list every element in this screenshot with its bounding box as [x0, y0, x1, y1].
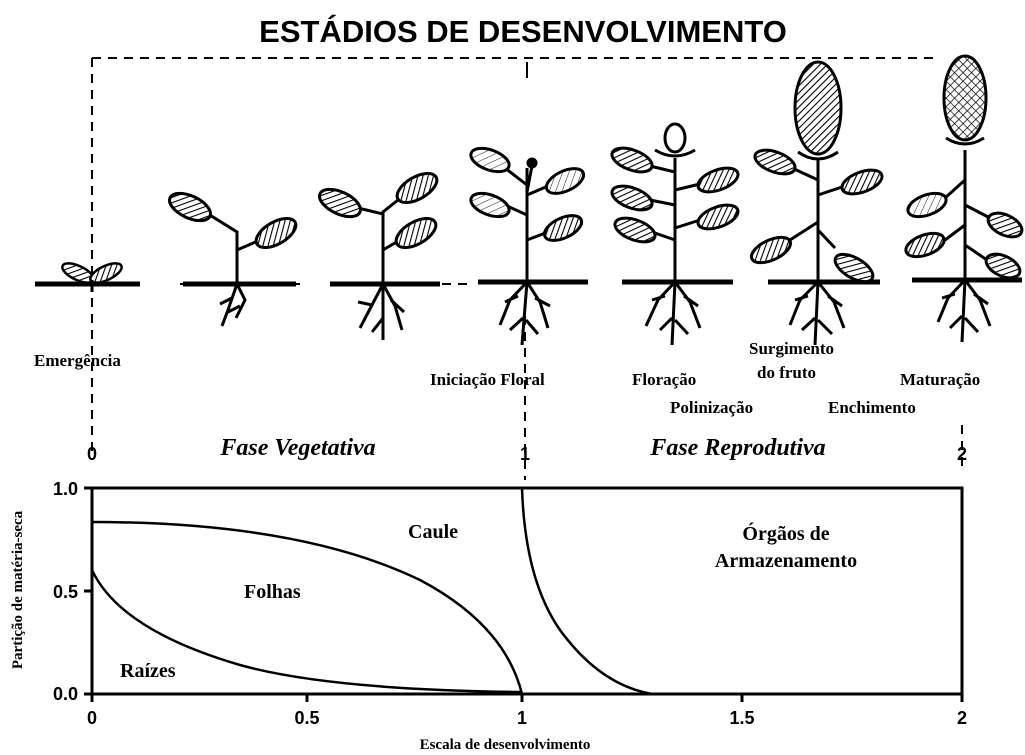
top-scale-0: 0 — [87, 444, 97, 464]
region-roots: Raízes — [120, 660, 176, 682]
x-tick-1: 1 — [517, 708, 527, 728]
plant-flowering-icon — [610, 122, 740, 346]
y-axis-label: Partição de matéria-seca — [10, 510, 26, 669]
y-tick-0: 0.0 — [53, 684, 78, 704]
stage-label-maturation: Maturação — [900, 370, 980, 389]
region-leaves: Folhas — [244, 581, 301, 603]
root-leaf-boundary — [90, 569, 523, 694]
plant-fruit-emergence-icon — [750, 60, 884, 346]
top-scale-2: 2 — [957, 444, 967, 464]
phase-vegetative: Fase Vegetativa — [219, 435, 375, 461]
y-tick-1: 1.0 — [53, 479, 78, 499]
x-tick-1-5: 1.5 — [729, 708, 754, 728]
stage-label-filling: Enchimento — [828, 398, 916, 417]
plant-stage-3-icon — [318, 171, 439, 340]
stage-label-pollination: Polinização — [670, 398, 753, 417]
plant-maturation-icon — [904, 54, 1024, 343]
x-axis-label: Escala de desenvolvimento — [420, 737, 591, 753]
stem-leaf-boundary — [91, 520, 524, 695]
chart-frame — [90, 486, 964, 696]
x-tick-2: 2 — [957, 708, 967, 728]
region-storage-1: Órgãos de — [742, 521, 829, 545]
stage-label-emergence: Emergência — [34, 351, 121, 370]
x-tick-0-5: 0.5 — [294, 708, 319, 728]
plant-emergence-icon — [61, 262, 123, 292]
top-scale-1: 1 — [520, 444, 530, 464]
partition-chart: 1.0 0.5 0.0 0 0.5 1 1.5 2 Caule Folhas R… — [53, 479, 967, 728]
diagram-title: ESTÁDIOS DE DESENVOLVIMENTO — [259, 14, 787, 49]
plant-stage-2-icon — [168, 191, 298, 327]
phase-reproductive: Fase Reprodutiva — [649, 435, 825, 461]
y-tick-0-5: 0.5 — [53, 582, 78, 602]
stage-label-fruit-emergence-1: Surgimento — [749, 339, 834, 358]
region-stem: Caule — [408, 521, 458, 543]
stage-label-floral-initiation: Iniciação Floral — [430, 370, 545, 389]
region-storage-2: Armazenamento — [715, 550, 857, 572]
stage-label-fruit-emergence-2: do fruto — [757, 363, 816, 382]
stage-label-flowering: Floração — [632, 370, 696, 389]
storage-boundary — [520, 487, 653, 696]
x-tick-0: 0 — [87, 708, 97, 728]
plant-floral-initiation-icon — [469, 146, 586, 346]
